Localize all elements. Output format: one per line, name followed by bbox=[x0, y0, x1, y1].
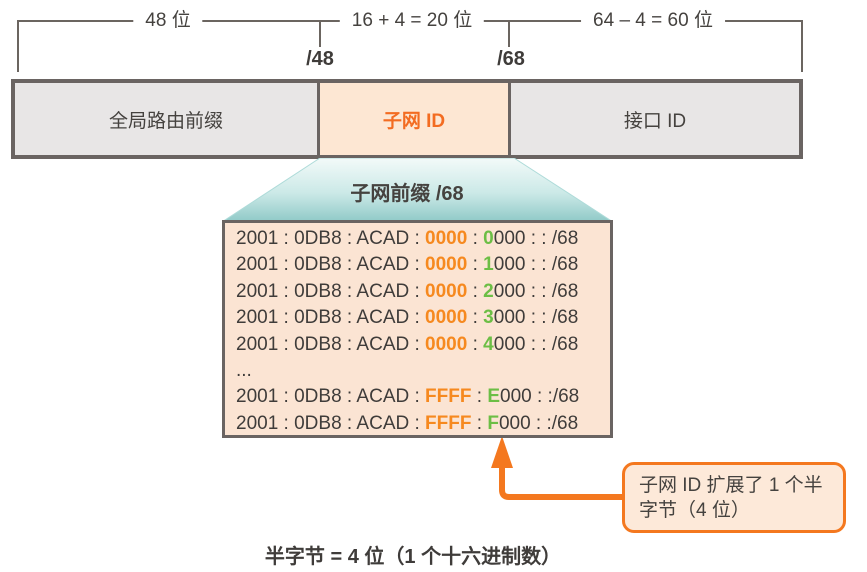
address-line: 2001 : 0DB8 : ACAD : FFFF : E000 : :/68 bbox=[236, 384, 610, 410]
bracket-right-corner bbox=[801, 20, 803, 72]
address-pre: ... bbox=[236, 360, 252, 382]
bit-width-label-48: 48 位 bbox=[133, 9, 203, 33]
arrow-connector-line bbox=[499, 462, 624, 500]
address-line: 2001 : 0DB8 : ACAD : FFFF : F000 : :/68 bbox=[236, 411, 610, 437]
address-rest: 000 : : /68 bbox=[493, 254, 579, 276]
address-nibble: 1 bbox=[483, 254, 494, 276]
address-subnet-group: 0000 bbox=[425, 254, 468, 276]
address-subnet-group: FFFF bbox=[425, 412, 472, 434]
funnel-polygon bbox=[222, 158, 613, 222]
address-separator: : bbox=[467, 228, 484, 249]
address-rest: 000 : : /68 bbox=[493, 307, 579, 329]
address-subnet-group: FFFF bbox=[425, 386, 472, 408]
segment-subnet-id-label: 子网 ID bbox=[382, 110, 446, 132]
segment-subnet-id: 子网 ID bbox=[320, 83, 511, 155]
address-nibble: E bbox=[487, 386, 501, 408]
address-rest: 000 : : /68 bbox=[493, 280, 579, 302]
segment-global-routing-prefix: 全局路由前缀 bbox=[15, 83, 320, 155]
prefix-48-label: /48 bbox=[306, 48, 334, 70]
segment-interface-id: 接口 ID bbox=[511, 83, 799, 155]
address-separator: : bbox=[467, 333, 484, 355]
address-pre: 2001 : 0DB8 : ACAD : bbox=[236, 333, 426, 355]
address-structure-bar: 全局路由前缀 子网 ID 接口 ID bbox=[11, 79, 803, 159]
address-separator: : bbox=[467, 307, 484, 329]
address-subnet-group: 0000 bbox=[425, 333, 468, 355]
address-separator: : bbox=[467, 254, 484, 276]
address-pre: 2001 : 0DB8 : ACAD : bbox=[236, 228, 426, 249]
address-line: 2001 : 0DB8 : ACAD : 0000 : 4000 : : /68 bbox=[236, 332, 610, 358]
address-line: 2001 : 0DB8 : ACAD : 0000 : 0000 : : /68 bbox=[236, 226, 610, 252]
address-separator: : bbox=[471, 386, 488, 408]
segment-global-routing-prefix-label: 全局路由前缀 bbox=[108, 110, 223, 132]
address-pre: 2001 : 0DB8 : ACAD : bbox=[236, 307, 426, 329]
bit-width-label-60: 64 – 4 = 60 位 bbox=[581, 9, 725, 33]
address-rest: 000 : : /68 bbox=[493, 228, 579, 249]
nibble-caption: 半字节 = 4 位（1 个十六进制数） bbox=[264, 546, 562, 568]
address-nibble: F bbox=[487, 412, 499, 434]
address-subnet-group: 0000 bbox=[425, 280, 468, 302]
address-nibble: 2 bbox=[483, 280, 494, 302]
address-pre: 2001 : 0DB8 : ACAD : bbox=[236, 280, 426, 302]
funnel-shape bbox=[222, 158, 613, 222]
address-line-ellipsis: ... bbox=[236, 358, 610, 384]
address-line: 2001 : 0DB8 : ACAD : 0000 : 1000 : : /68 bbox=[236, 252, 610, 278]
address-subnet-group: 0000 bbox=[425, 307, 468, 329]
address-line: 2001 : 0DB8 : ACAD : 0000 : 2000 : : /68 bbox=[236, 279, 610, 305]
address-line: 2001 : 0DB8 : ACAD : 0000 : 3000 : : /68 bbox=[236, 305, 610, 331]
bracket-left-corner bbox=[17, 20, 19, 72]
segment-interface-id-label: 接口 ID bbox=[623, 110, 687, 132]
callout-text-line1: 子网 ID 扩展了 1 个半 bbox=[639, 475, 823, 496]
bracket-tick-48 bbox=[319, 20, 321, 47]
address-separator: : bbox=[471, 412, 488, 434]
bit-width-label-20: 16 + 4 = 20 位 bbox=[339, 9, 485, 33]
address-pre: 2001 : 0DB8 : ACAD : bbox=[236, 412, 426, 434]
subnet-prefix-label: 子网前缀 /68 bbox=[350, 183, 464, 205]
callout-box: 子网 ID 扩展了 1 个半 字节（4 位） bbox=[622, 462, 846, 533]
address-pre: 2001 : 0DB8 : ACAD : bbox=[236, 254, 426, 276]
address-rest: 000 : :/68 bbox=[498, 412, 579, 434]
address-rest: 000 : :/68 bbox=[500, 386, 580, 408]
address-list-box: 2001 : 0DB8 : ACAD : 0000 : 0000 : : /68… bbox=[222, 220, 613, 438]
address-separator: : bbox=[467, 280, 484, 302]
callout-text-line2: 字节（4 位） bbox=[639, 500, 750, 521]
bracket-tick-68 bbox=[508, 20, 510, 47]
address-nibble: 0 bbox=[483, 228, 494, 249]
address-subnet-group: 0000 bbox=[425, 228, 468, 249]
address-rest: 000 : : /68 bbox=[493, 333, 579, 355]
address-pre: 2001 : 0DB8 : ACAD : bbox=[236, 386, 426, 408]
address-nibble: 3 bbox=[483, 307, 494, 329]
arrow-head-icon bbox=[491, 436, 513, 468]
address-nibble: 4 bbox=[483, 333, 494, 355]
prefix-68-label: /68 bbox=[497, 48, 525, 70]
